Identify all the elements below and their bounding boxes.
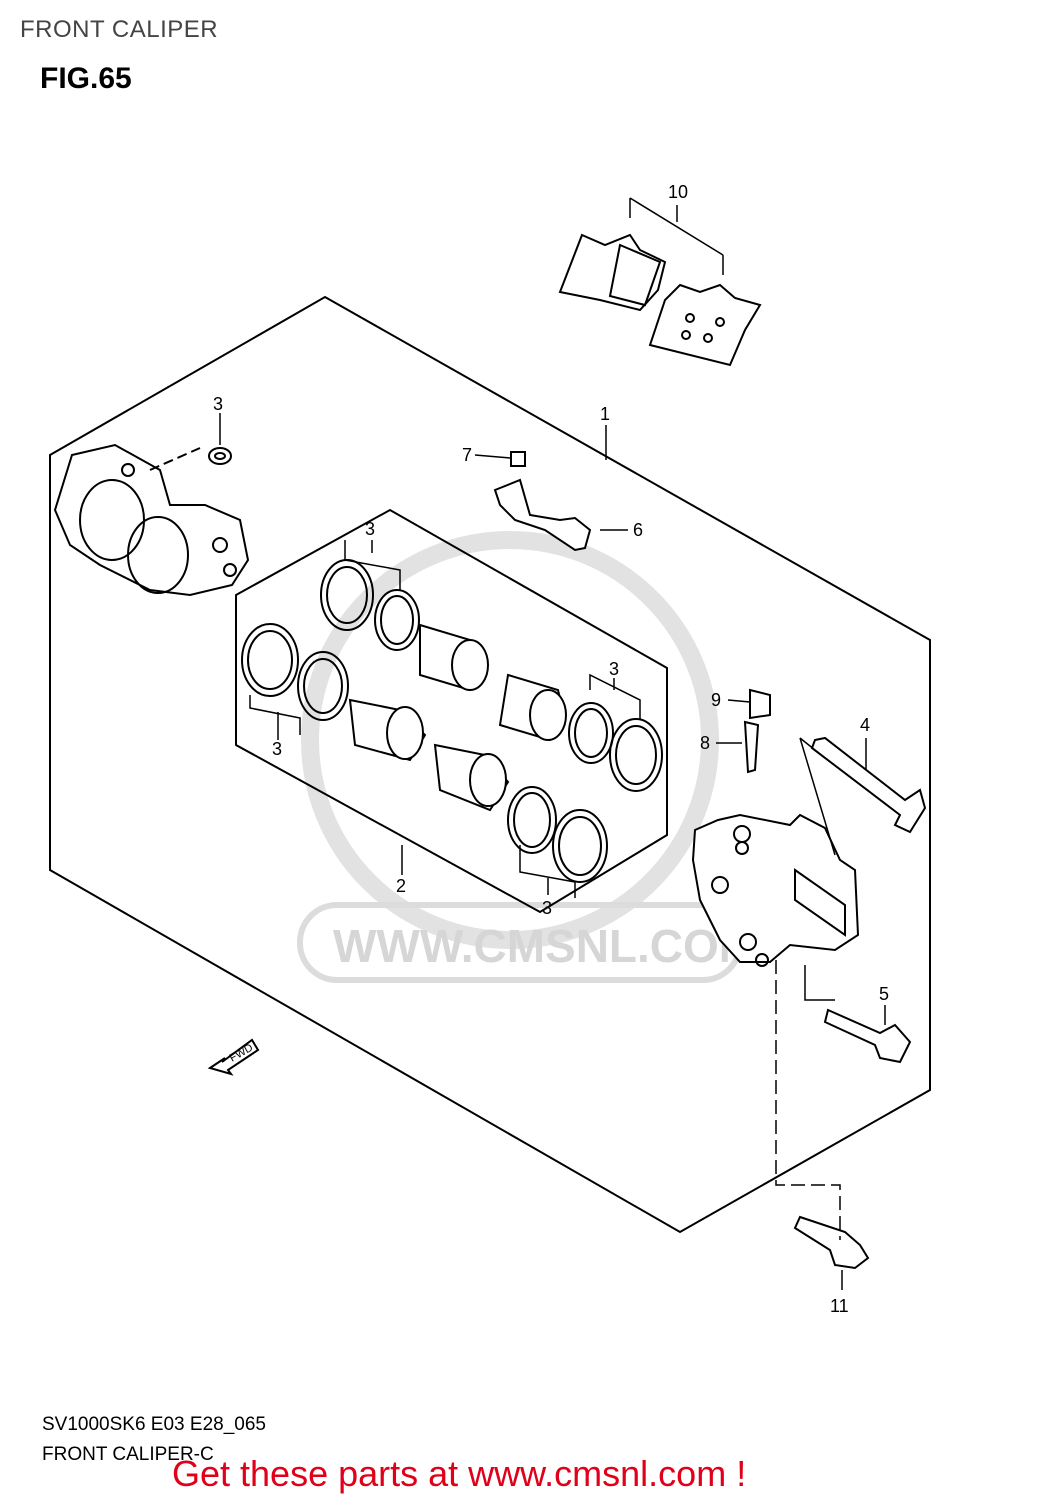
callout-3b: 3 <box>365 519 375 539</box>
spring-6 <box>493 478 592 552</box>
seal-e <box>568 702 614 764</box>
watermark: WWW.CMSNL.COM <box>297 531 757 983</box>
fwd-arrow-icon: FWD <box>207 1038 260 1076</box>
bolt-5 <box>823 1008 912 1064</box>
callout-11: 11 <box>830 1296 849 1316</box>
callout-3e: 3 <box>542 898 552 918</box>
seal-h <box>552 809 608 883</box>
bolt-11 <box>793 1215 870 1270</box>
screw-7 <box>510 451 526 467</box>
callout-4: 4 <box>860 715 870 735</box>
callout-9: 9 <box>711 690 721 710</box>
bleeder-8 <box>743 720 760 774</box>
callout-5: 5 <box>879 984 889 1004</box>
piston-4 <box>433 743 510 812</box>
caliper-right-half <box>691 813 860 967</box>
brake-pads <box>558 233 762 367</box>
piston-1 <box>419 623 490 692</box>
cap-9 <box>749 688 771 720</box>
promo-link[interactable]: Get these parts at www.cmsnl.com ! <box>172 1453 747 1494</box>
page-header-title: FRONT CALIPER <box>20 16 219 43</box>
seal-f <box>609 718 663 792</box>
figure-number: FIG.65 <box>40 62 132 95</box>
piston-2 <box>498 673 567 742</box>
callout-2: 2 <box>396 876 406 896</box>
nut-3 <box>208 447 232 465</box>
caliper-left-half <box>53 443 250 597</box>
callout-3c: 3 <box>609 659 619 679</box>
seal-d <box>297 651 349 721</box>
seal-g <box>507 786 557 854</box>
callout-10: 10 <box>668 182 688 202</box>
callout-7: 7 <box>462 445 472 465</box>
callout-3a: 3 <box>213 394 223 414</box>
seal-b <box>374 589 420 651</box>
callout-1: 1 <box>600 404 610 424</box>
callout-8: 8 <box>700 733 710 753</box>
piston-3 <box>348 698 427 762</box>
watermark-text: WWW.CMSNL.COM <box>333 920 757 972</box>
seal-c <box>241 623 299 697</box>
callout-6: 6 <box>633 520 643 540</box>
leader-lines <box>219 197 886 1290</box>
pistons <box>348 623 567 812</box>
diagram-name: FRONT CALIPER-C <box>42 1444 214 1465</box>
assembly-outline <box>49 295 931 1234</box>
diagram-code: SV1000SK6 E03 E28_065 <box>42 1414 266 1435</box>
pin-4 <box>810 736 927 834</box>
piston-seals <box>241 559 663 883</box>
hardware <box>208 447 927 1270</box>
callout-3d: 3 <box>272 739 282 759</box>
piston-group-frame <box>235 508 668 914</box>
